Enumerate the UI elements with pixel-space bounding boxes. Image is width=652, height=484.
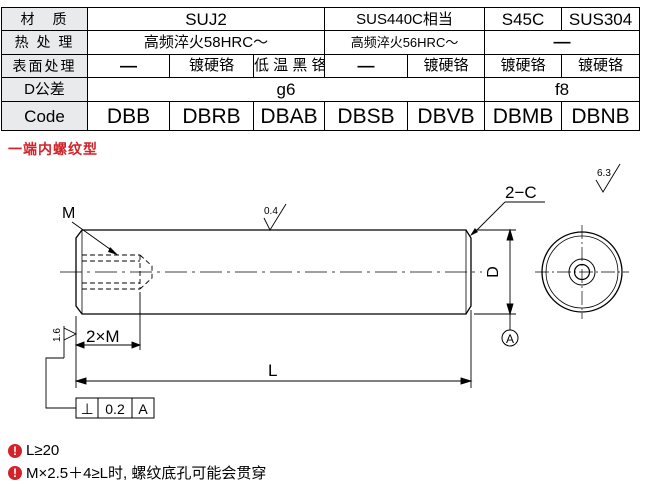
material-sus440c: SUS440C相当 bbox=[324, 6, 486, 32]
note-thread-text: M×2.5＋4≥L时, 螺纹底孔可能会贯穿 bbox=[26, 465, 267, 482]
heat-suj2: 高频淬火58HRC～ bbox=[86, 30, 326, 55]
surface-dbab: 低 温 黑 铬 bbox=[252, 53, 326, 78]
end-view bbox=[535, 225, 629, 319]
material-s45c: S45C bbox=[484, 6, 563, 32]
label-m: M bbox=[62, 205, 75, 222]
code-dbmb: DBMB bbox=[484, 101, 563, 131]
label-2c: 2−C bbox=[505, 183, 537, 202]
surface-dbb-dash: — bbox=[120, 55, 137, 75]
dim-2xm bbox=[74, 292, 142, 350]
tolerance-f8: f8 bbox=[484, 76, 641, 103]
gdt-frame bbox=[75, 397, 155, 419]
surface-dbb: — bbox=[87, 53, 170, 78]
datum-label: A bbox=[506, 332, 514, 346]
tolerance-g6: g6 bbox=[86, 76, 486, 103]
code-dbnb: DBNB bbox=[561, 101, 641, 131]
label-2c-arrow bbox=[470, 228, 478, 236]
heat-none-dash: — bbox=[553, 32, 571, 52]
roughness-left-symbol bbox=[63, 326, 78, 358]
dim-l bbox=[74, 310, 473, 388]
label-2c-leader-angled bbox=[473, 201, 506, 234]
surface-dbnb: 镀硬铬 bbox=[561, 53, 641, 78]
material-header: 材 质 bbox=[1, 6, 88, 32]
roughness-left-value: 1.6 bbox=[52, 328, 63, 342]
code-dbvb: DBVB bbox=[407, 101, 486, 131]
surface-dbrb: 镀硬铬 bbox=[169, 53, 254, 78]
section-title: 一端内螺纹型 bbox=[8, 141, 98, 157]
tolerance-header: D公差 bbox=[1, 76, 88, 103]
datum-circle bbox=[501, 329, 519, 347]
roughness-right-symbol bbox=[595, 163, 621, 193]
roughness-right-value: 6.3 bbox=[597, 168, 611, 179]
surface-row: 表面处理 — 镀硬铬 低 温 黑 铬 — 镀硬铬 镀硬铬 镀硬铬 bbox=[1, 53, 641, 78]
gdt-datum: A bbox=[138, 401, 148, 417]
label-m-arrow bbox=[108, 247, 118, 255]
label-2xm: 2×M bbox=[86, 327, 120, 346]
heat-row: 热 处 理 高频淬火58HRC～ 高频淬火56HRC～ — bbox=[1, 30, 641, 55]
code-dbb: DBB bbox=[87, 101, 170, 131]
heat-sus440c: 高频淬火56HRC～ bbox=[324, 30, 486, 55]
heat-header: 热 处 理 bbox=[1, 30, 88, 55]
gdt-tolerance: 0.2 bbox=[105, 401, 125, 417]
surface-header: 表面处理 bbox=[1, 53, 88, 78]
code-dbsb: DBSB bbox=[324, 101, 409, 131]
label-m-leader bbox=[71, 221, 115, 253]
label-l: L bbox=[268, 361, 277, 380]
code-dbab: DBAB bbox=[252, 101, 326, 131]
label-d: D bbox=[485, 266, 502, 278]
spec-table: 材 质 SUJ2 SUS440C相当 S45C SUS304 热 处 理 高频淬… bbox=[1, 6, 641, 131]
note-length-text: L≥20 bbox=[26, 442, 60, 459]
gdt-symbol: ⊥ bbox=[80, 401, 93, 418]
surface-dbsb-dash: — bbox=[357, 55, 375, 75]
dim-d bbox=[474, 228, 516, 316]
roughness-top-symbol bbox=[263, 203, 287, 231]
note-thread: ! M×2.5＋4≥L时, 螺纹底孔可能会贯穿 bbox=[8, 462, 266, 483]
warning-icon: ! bbox=[8, 443, 22, 458]
note-length: ! L≥20 bbox=[8, 442, 59, 459]
warning-icon: ! bbox=[8, 465, 22, 480]
code-row: Code DBB DBRB DBAB DBSB DBVB DBMB DBNB bbox=[1, 101, 641, 131]
tolerance-row: D公差 g6 f8 bbox=[1, 76, 641, 103]
thread-hidden-lines bbox=[82, 254, 153, 290]
material-row: 材 质 SUJ2 SUS440C相当 S45C SUS304 bbox=[1, 6, 641, 32]
roughness-top-value: 0.4 bbox=[264, 206, 278, 217]
gdt-leader bbox=[45, 357, 76, 409]
surface-dbmb: 镀硬铬 bbox=[484, 53, 563, 78]
